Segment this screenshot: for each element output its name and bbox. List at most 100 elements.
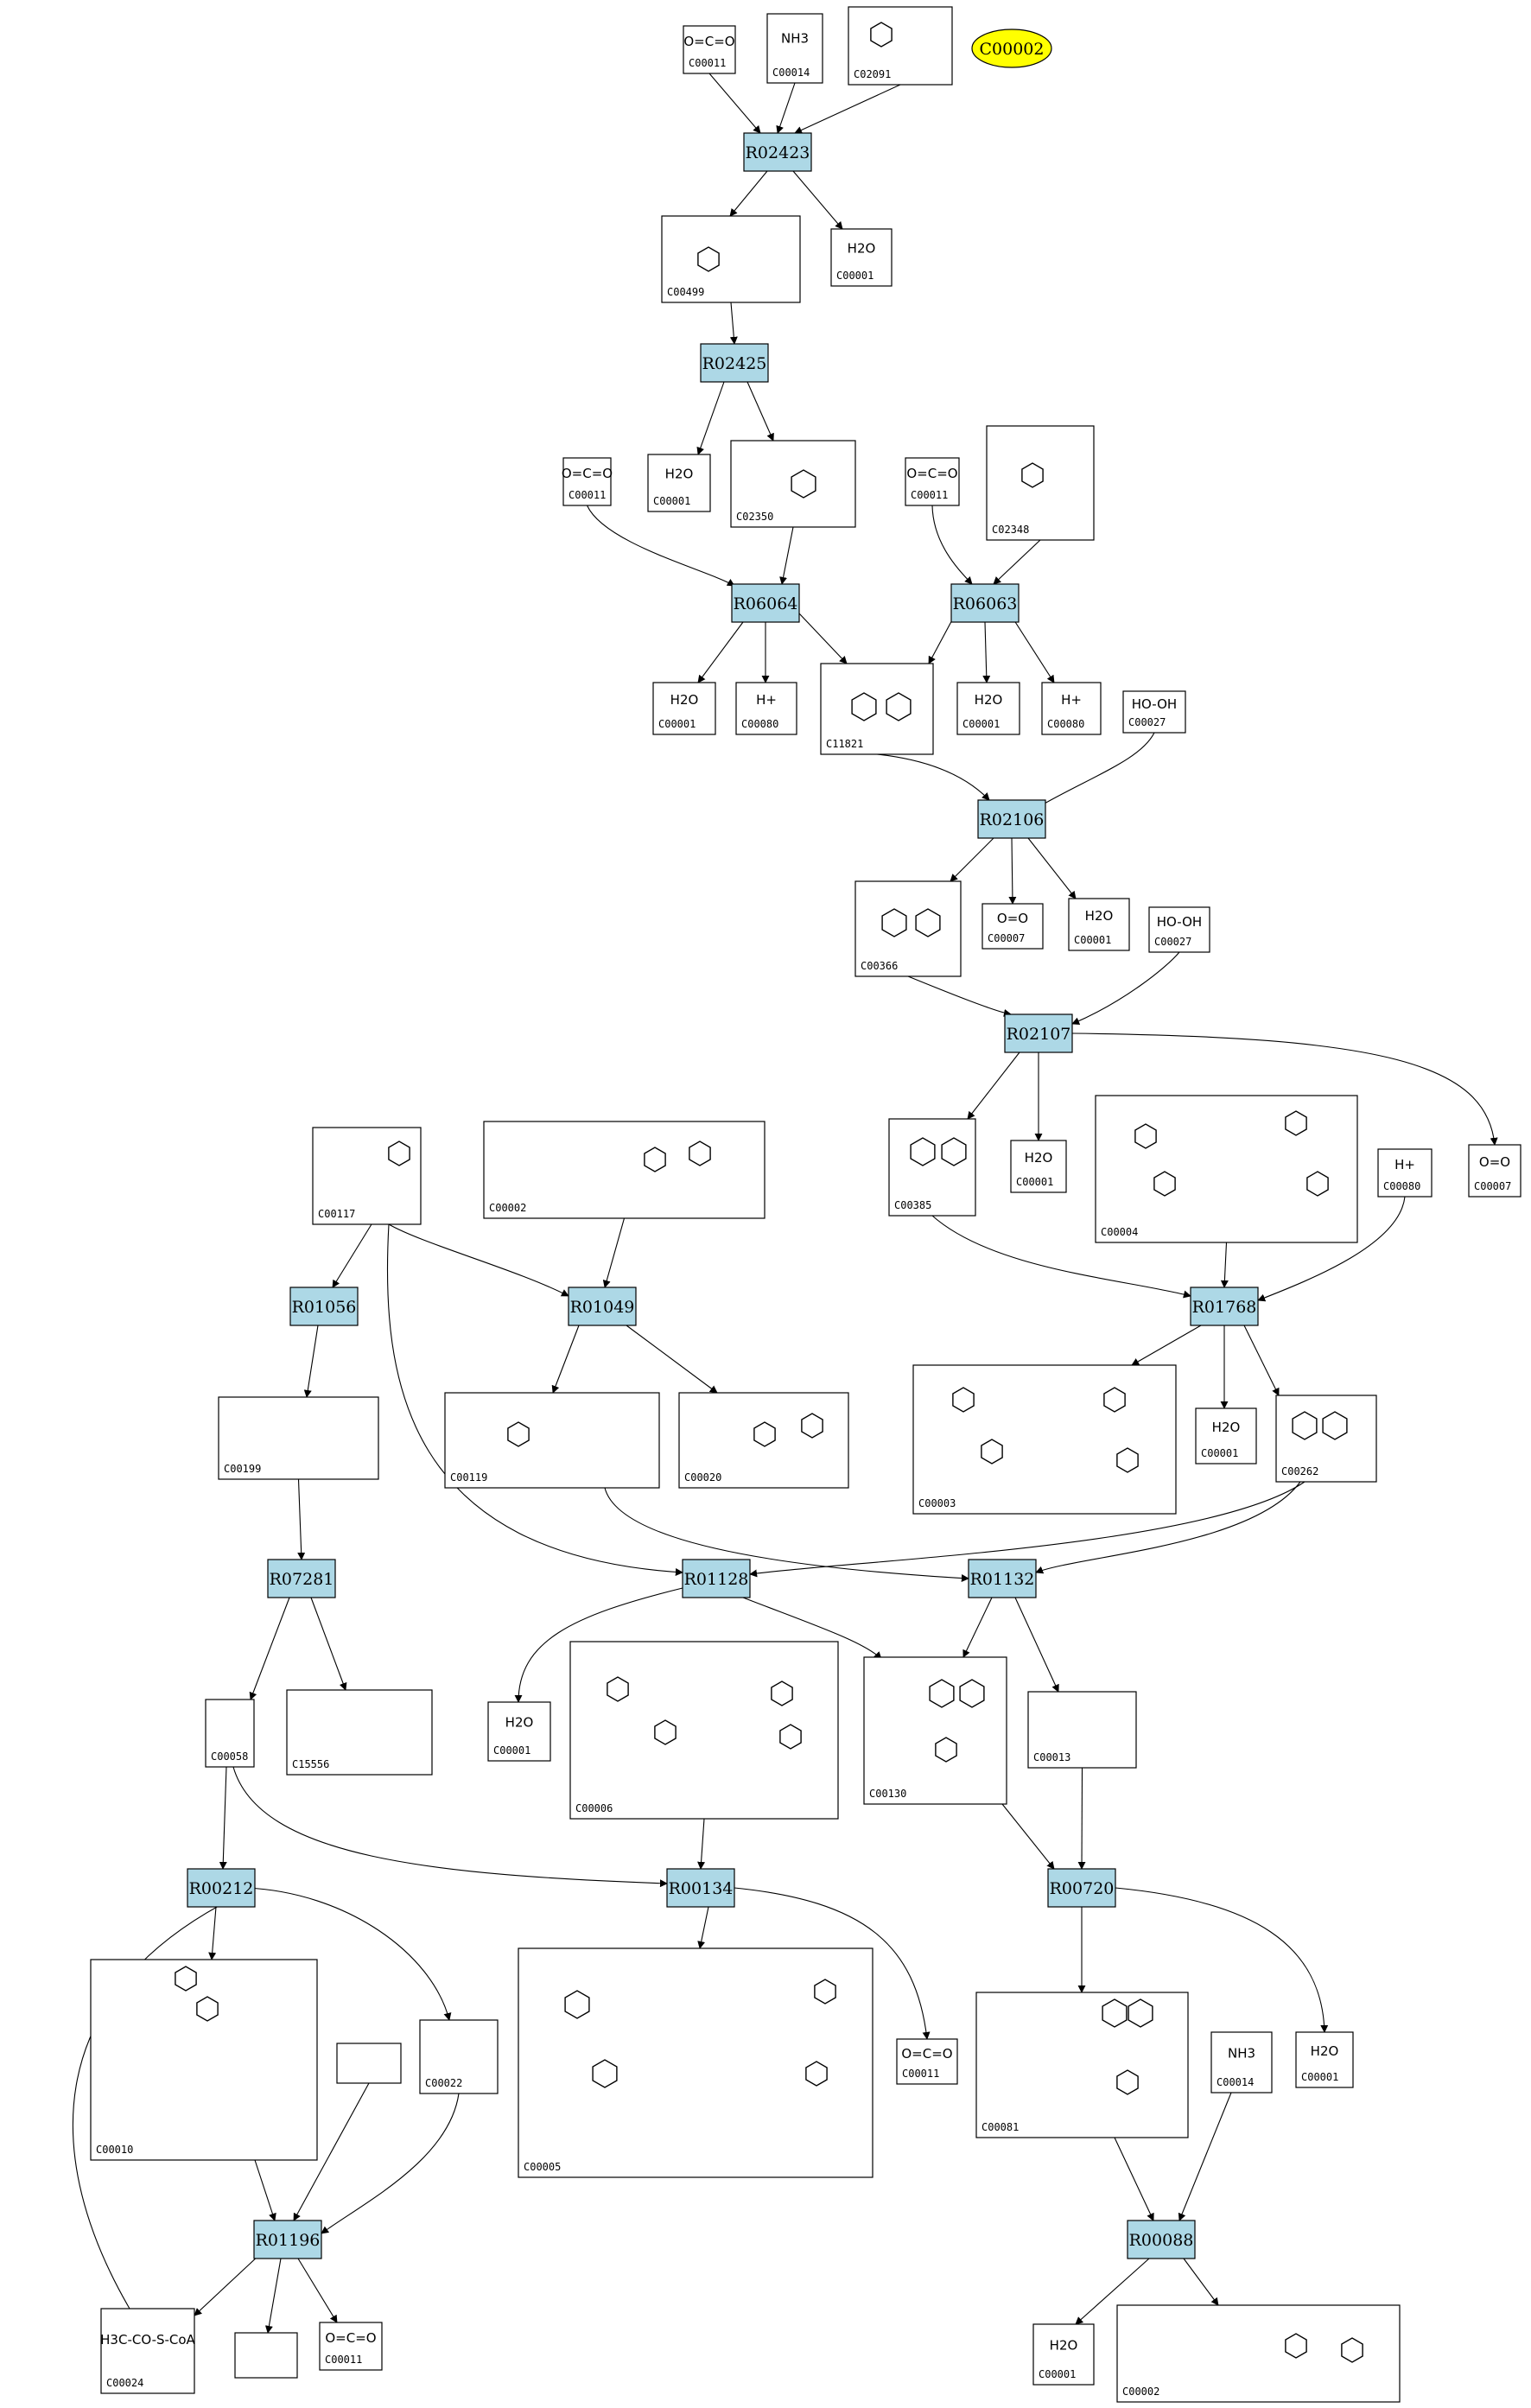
compound-node[interactable]: C00499 (661, 215, 801, 303)
compound-node[interactable]: C15556 (286, 1689, 433, 1776)
reaction-node[interactable]: R00134 (666, 1868, 735, 1908)
compound-node[interactable]: C00002 (483, 1121, 766, 1219)
compound-node[interactable]: C02350 (730, 440, 856, 528)
compound-id: C00010 (96, 2144, 133, 2156)
compound-box (234, 2332, 298, 2379)
reaction-node[interactable]: R07281 (267, 1559, 336, 1598)
compound-node[interactable]: C02348 (986, 425, 1095, 541)
compound-box (766, 13, 823, 84)
reaction-node[interactable]: R01056 (289, 1287, 359, 1326)
reaction-node[interactable]: R01049 (568, 1287, 637, 1326)
compound-node[interactable]: C00081 (975, 1992, 1189, 2138)
structure-ring (592, 2059, 618, 2088)
reaction-id: R00134 (669, 1879, 734, 1898)
compound-id: C00117 (318, 1208, 355, 1220)
reaction-id: R02423 (746, 143, 810, 162)
reaction-node[interactable]: R02423 (743, 132, 812, 172)
compound-box (896, 2038, 958, 2085)
reaction-box (253, 2220, 322, 2259)
compound-node[interactable]: C00058 (205, 1699, 255, 1768)
compound-node[interactable]: C00022 (419, 2019, 499, 2094)
compound-node[interactable]: C00003 (912, 1364, 1177, 1515)
reaction-node[interactable]: R00088 (1127, 2220, 1196, 2259)
structure-ring (851, 692, 877, 721)
reaction-node[interactable]: R01768 (1190, 1287, 1259, 1326)
structure-ring (753, 1421, 776, 1447)
reaction-node[interactable]: R01132 (968, 1559, 1037, 1598)
compound-node[interactable]: H+C00080 (735, 682, 797, 735)
compound-id: C00027 (1128, 716, 1166, 728)
compound-node[interactable] (234, 2332, 298, 2379)
compound-id: C00002 (489, 1202, 526, 1214)
compound-box (975, 1992, 1189, 2138)
reaction-node[interactable]: R02425 (700, 343, 769, 383)
reaction-node[interactable]: R01128 (682, 1559, 751, 1598)
compound-node[interactable]: C11821 (820, 663, 934, 755)
compound-node[interactable]: H+C00080 (1377, 1148, 1433, 1198)
compound-node[interactable]: C00006 (569, 1641, 839, 1820)
compound-node[interactable]: C00199 (218, 1396, 379, 1480)
compound-id: C00005 (524, 2161, 561, 2173)
compound-node[interactable] (336, 2043, 402, 2084)
compound-node[interactable]: C02091 (848, 6, 953, 86)
structure-ring (779, 1724, 802, 1750)
target-compound[interactable]: C00002 (971, 29, 1052, 68)
compound-node[interactable]: C00385 (888, 1118, 976, 1217)
compound-node[interactable]: C00020 (678, 1392, 849, 1489)
compound-id: C00011 (902, 2068, 939, 2080)
compound-box (1295, 2031, 1354, 2088)
compound-node[interactable]: C00010 (90, 1959, 318, 2161)
compound-node[interactable]: H+C00080 (1041, 682, 1102, 735)
compound-id: C00001 (1201, 1447, 1238, 1459)
compound-id: C00002 (1122, 2386, 1159, 2398)
compound-node[interactable]: C00119 (444, 1392, 660, 1489)
reaction-node[interactable]: R00720 (1047, 1868, 1116, 1908)
compound-node[interactable]: C00366 (854, 880, 962, 977)
compound-id: C00001 (1039, 2368, 1076, 2380)
compound-id: C00499 (667, 286, 704, 298)
reaction-id: R01196 (256, 2231, 321, 2250)
reaction-node[interactable]: R00212 (187, 1868, 256, 1908)
compound-formula: O=C=O (906, 466, 957, 481)
compound-id: C00001 (1074, 934, 1111, 946)
reaction-node[interactable]: R02107 (1004, 1013, 1073, 1053)
compound-node[interactable]: C00262 (1275, 1395, 1377, 1483)
compound-node[interactable]: C00004 (1095, 1095, 1358, 1243)
reaction-node[interactable]: R01196 (253, 2220, 322, 2259)
compound-node[interactable]: C00005 (518, 1947, 873, 2178)
reaction-node[interactable]: R06063 (950, 583, 1020, 623)
compound-node[interactable]: C00130 (863, 1656, 1007, 1805)
structure-ring (886, 692, 912, 721)
compound-node[interactable]: C00117 (312, 1127, 422, 1225)
compound-id: C00001 (836, 270, 873, 282)
compound-node[interactable]: C00013 (1027, 1691, 1137, 1769)
reaction-node[interactable]: R06064 (731, 583, 800, 623)
compound-node[interactable]: C00002 (1116, 2304, 1401, 2403)
compound-id: C02350 (736, 511, 773, 523)
reaction-id: R00720 (1050, 1879, 1115, 1898)
reaction-node[interactable]: R02106 (977, 799, 1046, 839)
